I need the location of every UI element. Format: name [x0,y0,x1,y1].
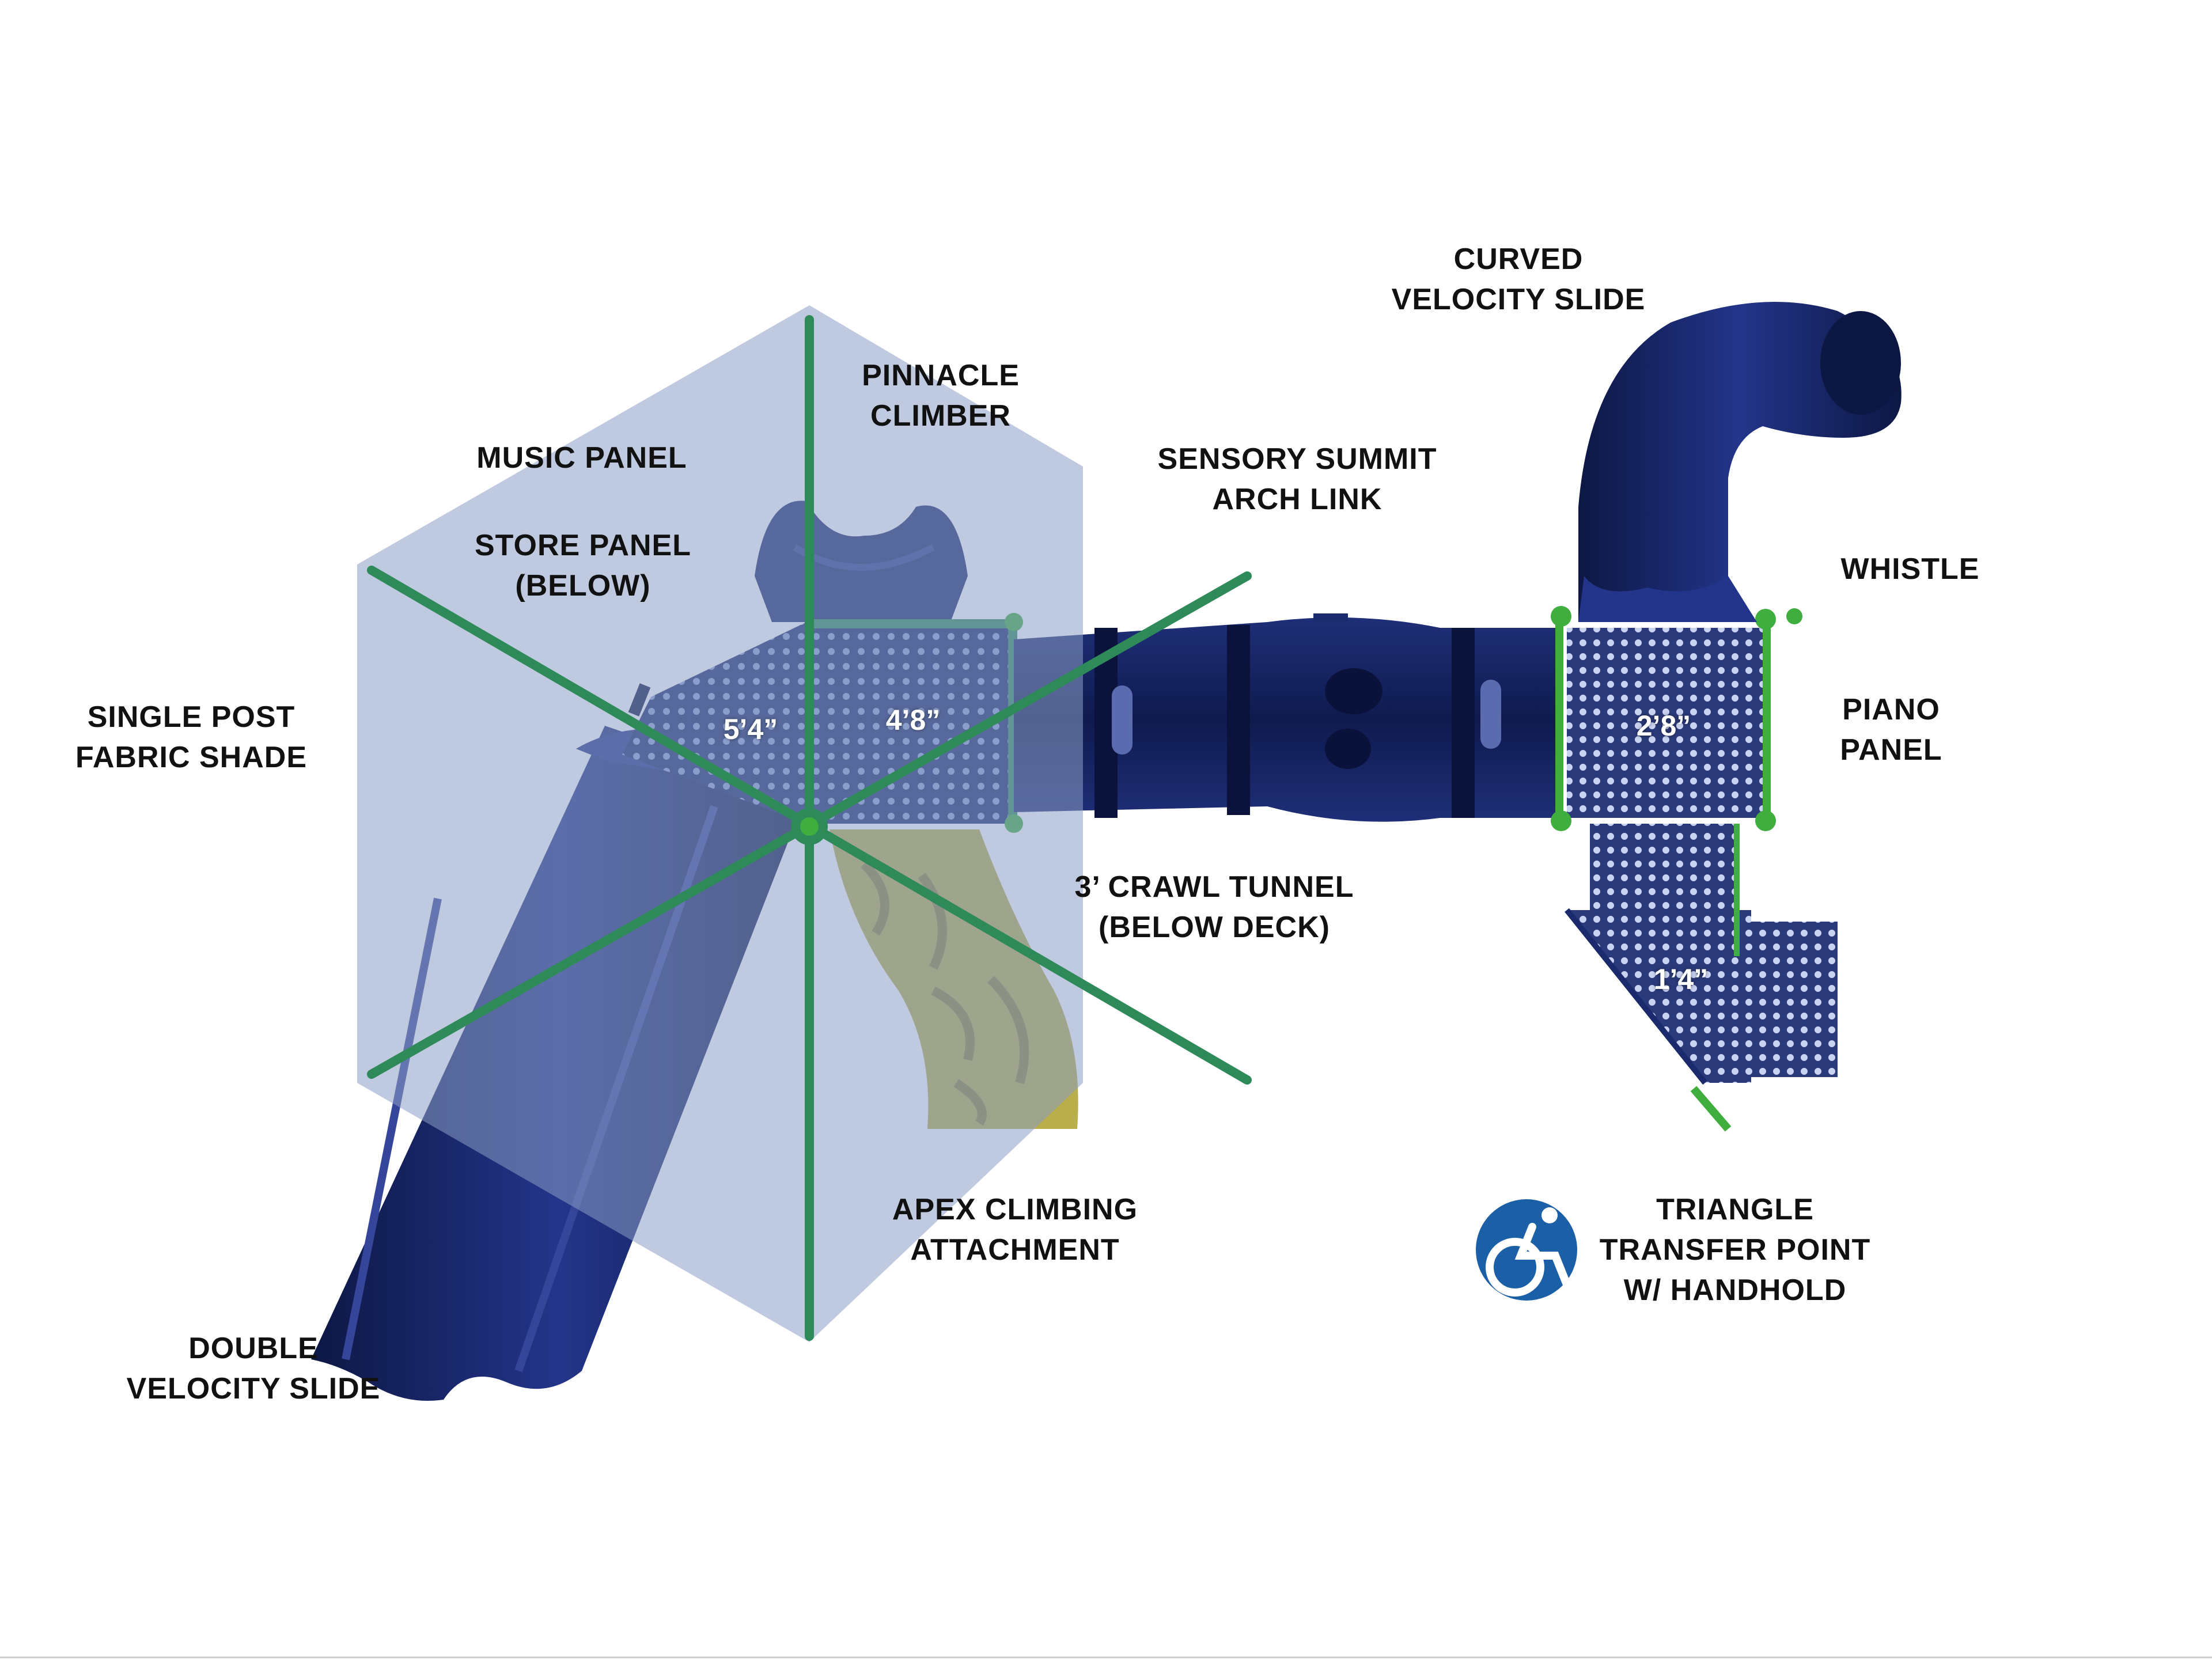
bottom-divider [0,1657,2212,1658]
deck-height-left: 5’4” [723,713,778,745]
curved-velocity-slide [1578,302,1902,622]
crawl-tunnel [1014,613,1555,822]
label-crawl-tunnel: 3’ CRAWL TUNNEL(BELOW DECK) [1074,870,1354,944]
deck-height-transfer: 1’4” [1653,963,1709,995]
label-store-panel: STORE PANEL(BELOW) [474,529,692,602]
triangle-transfer-point [1565,824,1838,1132]
label-whistle: WHISTLE [1840,552,1980,586]
wheelchair-accessibility-icon [1476,1199,1577,1301]
label-music-panel: MUSIC PANEL [476,441,687,475]
deck-height-right: 2’8” [1636,710,1691,742]
right-deck [1551,606,1802,831]
deck-height-center: 4’8” [885,704,941,736]
single-post-fabric-shade [357,305,1252,1342]
